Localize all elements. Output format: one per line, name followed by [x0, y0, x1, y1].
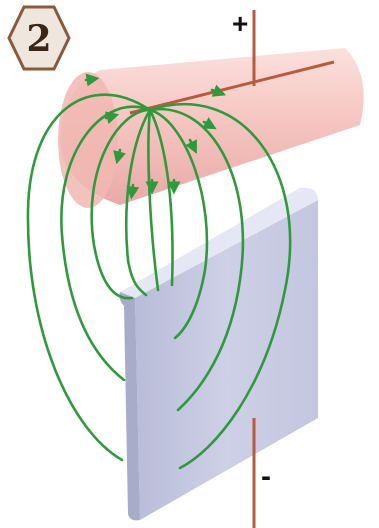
positive-sign: + [232, 8, 248, 39]
field-arrow [86, 79, 93, 80]
badge-number: 2 [26, 18, 51, 60]
negative-sign: - [261, 460, 271, 493]
figure-number-badge: 2 [9, 7, 69, 69]
field-arrow [132, 185, 133, 193]
positive-cylinder [58, 48, 364, 208]
